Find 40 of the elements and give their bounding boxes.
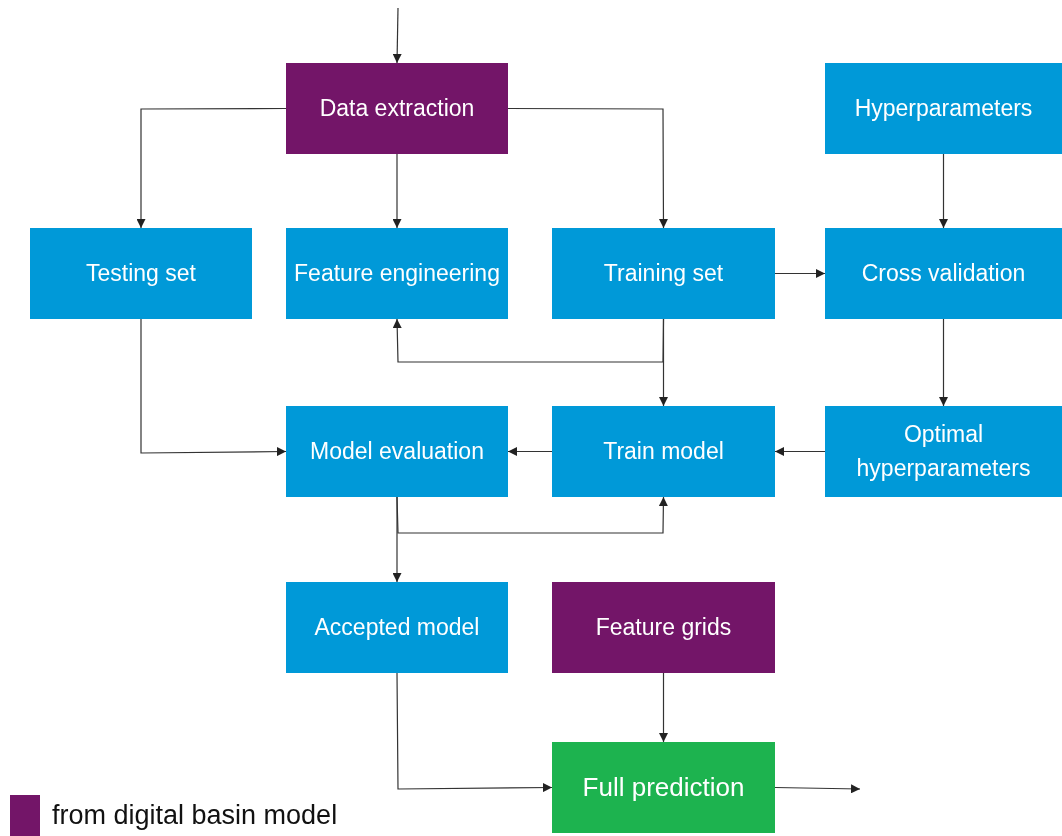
box-label: Accepted model xyxy=(314,612,480,642)
process-box xyxy=(286,582,508,673)
arrow xyxy=(507,107,668,229)
box-label: Optimal hyperparameters xyxy=(855,420,1032,483)
process-box xyxy=(825,228,1062,319)
process-box xyxy=(552,582,775,673)
arrow xyxy=(774,447,826,456)
box-label: Cross validation xyxy=(861,258,1026,288)
process-box xyxy=(286,228,508,319)
arrow xyxy=(939,153,948,229)
box-label: Feature grids xyxy=(595,612,732,642)
arrow xyxy=(392,318,665,363)
arrow xyxy=(140,318,287,457)
box-label: Model evaluation xyxy=(310,436,484,466)
process-box xyxy=(825,63,1062,154)
legend-label: from digital basin model xyxy=(52,800,338,831)
arrow xyxy=(774,269,826,278)
arrow xyxy=(136,107,287,229)
box-label: Feature engineering xyxy=(294,258,500,288)
box-label: Train model xyxy=(603,436,724,466)
arrow xyxy=(774,784,861,794)
process-box xyxy=(825,406,1062,497)
box-label: Data extraction xyxy=(319,93,475,123)
arrow xyxy=(396,496,668,534)
box-label: Hyperparameters xyxy=(854,93,1033,123)
process-box xyxy=(552,406,775,497)
arrow xyxy=(507,447,553,456)
box-label: Testing set xyxy=(86,258,196,288)
process-box xyxy=(286,63,508,154)
arrow xyxy=(659,672,668,743)
box-label: Full prediction xyxy=(582,770,745,804)
process-box xyxy=(552,228,775,319)
process-box xyxy=(286,406,508,497)
arrow xyxy=(392,153,402,229)
process-box xyxy=(552,742,775,833)
arrow xyxy=(392,7,402,64)
arrow xyxy=(396,672,553,793)
box-label: Training set xyxy=(603,258,724,288)
process-box xyxy=(30,228,252,319)
arrow xyxy=(939,318,948,407)
